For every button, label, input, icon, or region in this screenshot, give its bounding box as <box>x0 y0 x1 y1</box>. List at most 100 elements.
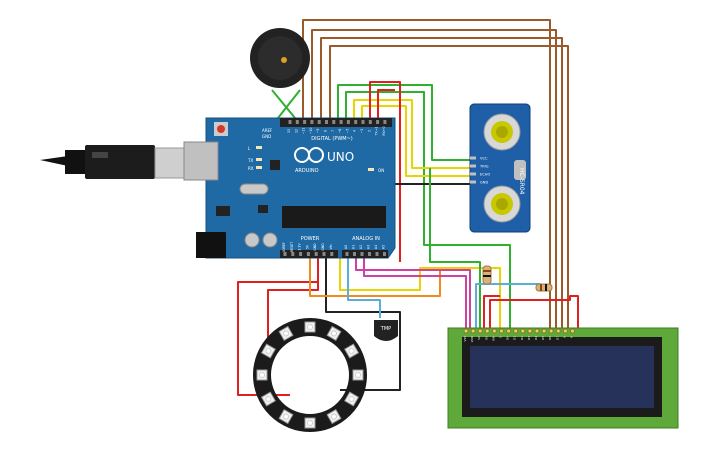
neopixel-led <box>352 369 364 381</box>
digital-header-label: DIGITAL (PWM~) <box>311 136 353 142</box>
usb-cable <box>40 145 206 179</box>
led-rx <box>256 166 262 169</box>
digital-pin[interactable] <box>346 120 350 124</box>
digital-pin[interactable] <box>325 120 328 124</box>
power-pin-label: GND <box>321 243 325 251</box>
led-on-label: ON <box>378 168 384 173</box>
power-pin[interactable] <box>330 252 334 256</box>
oscillator <box>514 160 526 180</box>
led-tx <box>256 158 262 161</box>
wire-orange-1 <box>309 258 441 297</box>
board-brand: UNO <box>327 150 354 164</box>
lcd-pin[interactable] <box>484 328 490 334</box>
ultrasonic-pin[interactable] <box>470 180 476 184</box>
lcd-pin[interactable] <box>520 328 526 334</box>
lcd-pin-label: D7 <box>555 336 559 340</box>
analog-pin[interactable] <box>375 252 379 256</box>
digital-pin-label: ~5 <box>345 129 349 134</box>
digital-pin[interactable] <box>376 120 380 124</box>
lcd-pin-label: RS <box>484 336 488 340</box>
lcd-pin-label: D1 <box>513 336 517 340</box>
resistor-2[interactable] <box>535 283 553 292</box>
lcd-pin[interactable] <box>541 328 547 334</box>
power-pin[interactable] <box>291 252 295 256</box>
neopixel-ring[interactable] <box>253 318 367 432</box>
lcd-pin[interactable] <box>555 328 561 334</box>
digital-pin[interactable] <box>339 120 343 124</box>
digital-pin-label: ~6 <box>338 129 342 134</box>
digital-pin[interactable] <box>332 120 336 124</box>
analog-pin-label: A2 <box>359 245 363 249</box>
lcd-pin-label: E <box>499 336 503 338</box>
lcd-pin-label: D4 <box>534 336 538 340</box>
digital-pin-label: ~10 <box>309 128 313 135</box>
lcd-pin[interactable] <box>527 328 533 334</box>
ultrasonic-pin-label: VCC <box>480 157 488 161</box>
wire-yellow-2 <box>361 105 470 177</box>
lcd-pin[interactable] <box>548 328 554 334</box>
power-pin-label: Vin <box>329 244 333 249</box>
wire-green-trig <box>337 84 470 161</box>
wire-brown-3 <box>320 37 563 330</box>
digital-pin[interactable] <box>303 120 307 124</box>
wire-red-ring <box>237 258 319 396</box>
digital-pin[interactable] <box>361 120 365 124</box>
lcd-pin-label: VSS <box>463 336 467 342</box>
digital-pin[interactable] <box>317 120 321 124</box>
resistor-1[interactable] <box>482 265 492 285</box>
lcd-pin[interactable] <box>570 328 575 334</box>
digital-pin-label: ~9 <box>316 129 320 134</box>
digital-pin[interactable] <box>288 120 292 124</box>
analog-pin[interactable] <box>360 252 364 256</box>
lcd-pin[interactable] <box>499 328 504 334</box>
neopixel-led <box>260 391 276 407</box>
lcd-pin[interactable] <box>506 328 512 334</box>
power-pin-label: RESET <box>290 242 294 252</box>
digital-header <box>280 118 392 127</box>
digital-pin[interactable] <box>295 120 299 124</box>
piezo-buzzer[interactable] <box>250 28 310 88</box>
wire-red-ring-2 <box>267 282 319 350</box>
wire-buzzer-1 <box>271 89 296 119</box>
lcd-pin[interactable] <box>534 328 540 334</box>
analog-pin[interactable] <box>345 252 349 256</box>
lcd-pin[interactable] <box>491 328 497 334</box>
power-pin[interactable] <box>306 252 310 256</box>
ultrasonic-pin[interactable] <box>470 156 476 160</box>
analog-pin[interactable] <box>368 252 371 256</box>
lcd-pin[interactable] <box>562 328 568 334</box>
wire-red-lcd <box>489 295 579 330</box>
power-pin[interactable] <box>314 252 318 256</box>
digital-pin[interactable] <box>354 120 358 124</box>
wire-blue-lcd <box>475 283 540 330</box>
analog-pin[interactable] <box>383 252 386 256</box>
led-l <box>256 146 262 149</box>
analog-pin-label: A4 <box>374 245 378 249</box>
lcd-pin-label: A <box>562 336 566 338</box>
lcd-pin-label: VDD <box>470 336 474 342</box>
lcd-pin[interactable] <box>477 328 483 334</box>
power-pin[interactable] <box>322 252 326 256</box>
ultrasonic-pin[interactable] <box>470 172 476 176</box>
analog-pin[interactable] <box>353 252 356 256</box>
digital-pin[interactable] <box>383 120 387 124</box>
ultrasonic-pin[interactable] <box>470 164 476 168</box>
lcd-pin[interactable] <box>463 328 469 334</box>
wire-buzzer-2 <box>277 89 301 119</box>
temperature-sensor[interactable]: TMP <box>374 320 398 341</box>
lcd-pin[interactable] <box>470 328 476 334</box>
lcd-pin-label: D5 <box>541 336 545 340</box>
power-pin[interactable] <box>283 252 287 256</box>
digital-pin[interactable] <box>368 120 372 124</box>
lcd-pin[interactable] <box>513 328 519 334</box>
wire-red-top-2 <box>377 89 395 120</box>
digital-pin[interactable] <box>310 120 314 124</box>
power-pin[interactable] <box>299 252 303 256</box>
